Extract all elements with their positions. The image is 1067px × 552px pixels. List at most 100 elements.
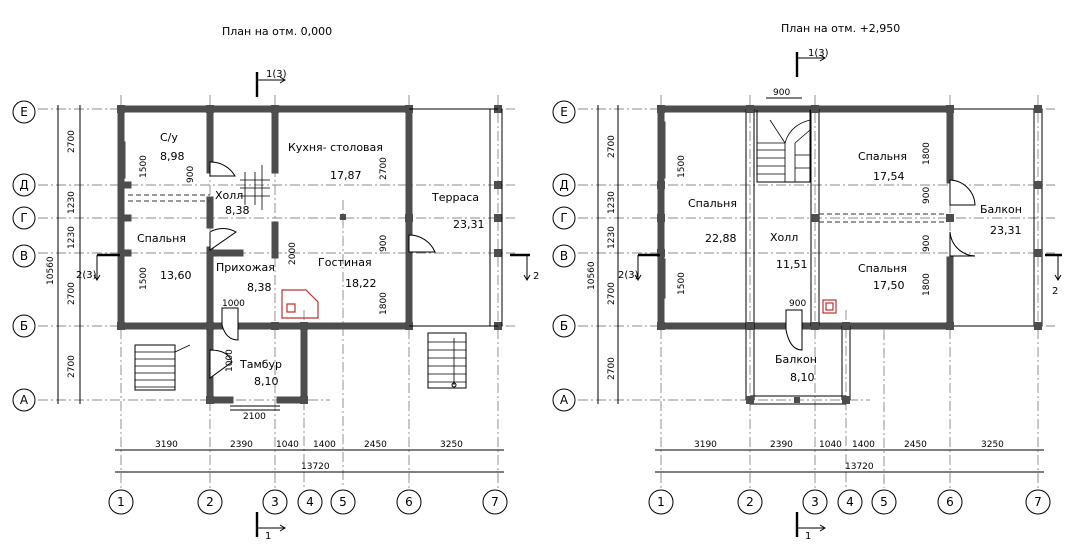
room-area: 22,88 [705, 232, 737, 245]
room-name: Спальня [858, 150, 907, 163]
doors [209, 161, 436, 379]
room-area: 17,54 [873, 170, 905, 183]
room-area: 23,31 [453, 218, 485, 231]
svg-text:1230: 1230 [607, 191, 617, 214]
svg-text:1800: 1800 [379, 292, 389, 315]
svg-text:13720: 13720 [301, 462, 330, 472]
svg-text:1400: 1400 [852, 440, 875, 450]
axis-label: Е [560, 105, 568, 119]
room-area: 8,38 [225, 204, 250, 217]
svg-text:1500: 1500 [677, 155, 687, 178]
svg-text:1500: 1500 [139, 155, 149, 178]
svg-text:1: 1 [265, 531, 271, 542]
svg-text:1800: 1800 [922, 142, 932, 165]
axis-label: Е [20, 105, 28, 119]
svg-text:900: 900 [773, 88, 790, 98]
svg-text:3190: 3190 [694, 440, 717, 450]
axis-label: А [20, 393, 29, 407]
svg-text:2: 2 [1052, 286, 1058, 297]
svg-text:2450: 2450 [364, 440, 387, 450]
svg-text:2100: 2100 [243, 412, 266, 422]
svg-text:1040: 1040 [276, 440, 299, 450]
svg-text:1(3): 1(3) [266, 69, 287, 80]
walls [117, 105, 503, 404]
bottom-dimensions: 3190 2390 1040 1400 2450 3250 13720 [115, 440, 504, 473]
svg-text:1500: 1500 [139, 267, 149, 290]
axis-label: Г [20, 211, 27, 225]
axis-bubbles: Е Д Г В Б А 1 2 3 4 5 6 7 [552, 100, 1051, 515]
svg-text:900: 900 [922, 235, 932, 252]
axis-label: 2 [206, 495, 214, 509]
room-area: 23,31 [990, 224, 1022, 237]
svg-text:2390: 2390 [770, 440, 793, 450]
svg-text:2390: 2390 [230, 440, 253, 450]
svg-text:1230: 1230 [607, 226, 617, 249]
svg-text:1400: 1400 [313, 440, 336, 450]
axis-label: 3 [811, 495, 819, 509]
svg-text:900: 900 [186, 166, 196, 183]
svg-text:900: 900 [789, 299, 806, 309]
room-labels: С/у 8,98 Холл 8,38 Кухня- столовая 17,87… [137, 131, 485, 388]
axis-label: Б [20, 319, 28, 333]
axis-label: Г [560, 211, 567, 225]
room-area: 17,87 [330, 169, 362, 182]
walls [657, 105, 1043, 405]
room-area: 8,10 [254, 375, 279, 388]
room-name: Спальня [137, 232, 186, 245]
svg-text:2450: 2450 [904, 440, 927, 450]
svg-text:1: 1 [805, 531, 811, 542]
plan-title: План на отм. 0,000 [222, 25, 332, 38]
room-name: Кухня- столовая [288, 141, 383, 154]
section-marks: 1(3) 1 2(3) 2 [618, 48, 1062, 542]
axis-bubbles: Е Д Г В Б А 1 2 3 4 5 6 7 [12, 100, 508, 515]
room-name: С/у [160, 131, 178, 144]
room-name: Спальня [688, 197, 737, 210]
room-name: Балкон [775, 353, 817, 366]
axis-label: 3 [271, 495, 279, 509]
room-area: 11,51 [776, 258, 808, 271]
left-dimensions: 2700 1230 1230 2700 2700 10560 [587, 105, 619, 404]
axis-label: А [560, 393, 569, 407]
svg-text:2(3): 2(3) [618, 270, 639, 281]
axis-label: 7 [1034, 495, 1042, 509]
room-area: 13,60 [160, 269, 192, 282]
svg-text:1500: 1500 [677, 272, 687, 295]
bottom-dimensions: 3190 2390 1040 1400 2450 3250 13720 [655, 440, 1044, 473]
svg-text:2(3): 2(3) [76, 270, 97, 281]
axis-label: Д [559, 178, 568, 192]
inner-dimensions: 900 1500 1800 900 900 1800 1500 900 [677, 88, 932, 309]
svg-text:1(3): 1(3) [808, 48, 829, 59]
axis-label: В [20, 249, 28, 263]
svg-text:1230: 1230 [67, 226, 77, 249]
room-area: 18,22 [345, 277, 377, 290]
svg-text:13720: 13720 [845, 462, 874, 472]
plan-second-floor: План на отм. +2,950 [552, 22, 1062, 542]
room-name: Прихожая [216, 261, 275, 274]
inner-dimensions: 1500 900 2700 900 1800 2000 1500 1000 10… [139, 155, 389, 422]
axis-label: 1 [657, 495, 665, 509]
svg-text:900: 900 [379, 235, 389, 252]
axis-label: 5 [880, 495, 888, 509]
svg-text:2700: 2700 [67, 355, 77, 378]
section-marks: 1(3) 1 2(3) 2 [76, 69, 539, 542]
svg-text:2700: 2700 [67, 130, 77, 153]
room-area: 8,98 [160, 150, 185, 163]
svg-text:2700: 2700 [607, 282, 617, 305]
svg-text:900: 900 [922, 187, 932, 204]
svg-text:3190: 3190 [155, 440, 178, 450]
svg-text:2700: 2700 [379, 157, 389, 180]
room-name: Терраса [431, 191, 479, 204]
axis-label: 4 [846, 495, 854, 509]
axis-label: 5 [339, 495, 347, 509]
svg-text:1040: 1040 [819, 440, 842, 450]
stairs [134, 165, 467, 391]
room-name: Гостиная [318, 256, 372, 269]
axis-label: В [560, 249, 568, 263]
axis-label: Д [19, 178, 28, 192]
plan-title: План на отм. +2,950 [781, 22, 900, 35]
room-name: Холл [215, 189, 243, 202]
svg-text:3250: 3250 [981, 440, 1004, 450]
stove-icon [822, 299, 837, 314]
svg-text:2: 2 [533, 271, 539, 282]
room-labels: Спальня 17,54 Спальня 22,88 Холл 11,51 Б… [688, 150, 1022, 384]
